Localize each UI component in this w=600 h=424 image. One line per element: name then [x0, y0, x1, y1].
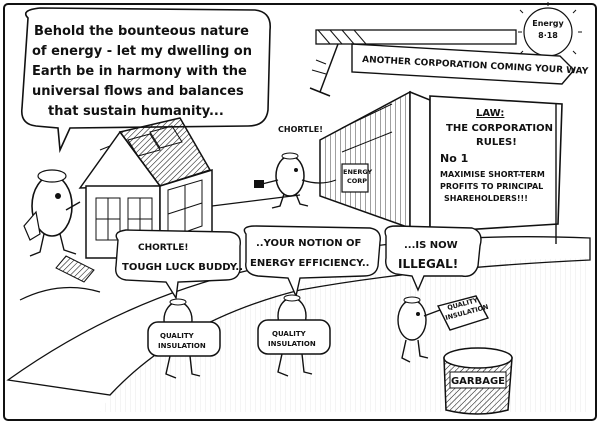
speech-dweller-line-3: Earth be in harmony with the: [32, 64, 247, 79]
carrier-middle: [257, 294, 331, 377]
corner-tag-line-1: Energy: [532, 19, 564, 28]
package-mid-line-2: INSULATION: [268, 340, 316, 348]
carrier-left: [147, 298, 221, 379]
package-mid-line-1: QUALITY: [272, 330, 307, 338]
package-left-line-1: QUALITY: [160, 332, 195, 340]
crane-banner: [351, 43, 575, 85]
law-sign-rule-line-1: MAXIMISE SHORT-TERM: [440, 170, 545, 179]
speech-bubble-right: [384, 225, 482, 292]
law-sign-line-2: RULES!: [476, 137, 517, 148]
law-sign-rule-line-2: PROFITS TO PRINCIPAL: [440, 182, 543, 191]
energy-corp-building: [319, 90, 431, 233]
speech-dweller-line-4: universal flows and balances: [32, 84, 244, 99]
law-sign-number: No 1: [440, 152, 468, 165]
building-sign-line-2: CORP: [347, 177, 367, 185]
speech-dweller-line-5: that sustain humanity...: [48, 104, 224, 119]
corner-tag-line-2: 8·18: [538, 31, 558, 40]
bubble-left-line-2: TOUGH LUCK BUDDY..: [122, 262, 243, 273]
sun: [518, 2, 582, 57]
law-sign-rule-line-3: SHAREHOLDERS!!!: [444, 194, 528, 203]
law-sign-title: LAW:: [476, 108, 504, 119]
bubble-right-line-2: ILLEGAL!: [398, 257, 458, 271]
speech-dweller-line-1: Behold the bounteous nature: [34, 24, 249, 39]
bubble-right-line-1: ...IS NOW: [404, 240, 458, 251]
building-sign-line-1: ENERGY: [343, 168, 373, 176]
dweller-character: [23, 169, 81, 257]
carrier-right: [397, 296, 441, 363]
hill-line: [19, 286, 101, 301]
law-sign: [429, 95, 563, 233]
speech-bubble-left: [115, 229, 241, 301]
speech-bubble-dweller: [20, 7, 272, 154]
bubble-left-line-1: CHORTLE!: [138, 243, 188, 253]
bin-label: GARBAGE: [451, 376, 505, 387]
package-right: [436, 295, 490, 331]
speech-dweller-line-2: of energy - let my dwelling on: [32, 44, 252, 59]
frame-border: [3, 3, 597, 421]
law-sign-line-1: THE CORPORATION: [446, 123, 553, 134]
bubble-mid-line-1: ..YOUR NOTION OF: [256, 238, 361, 249]
garbage-bin: [443, 347, 513, 415]
package-left-line-2: INSULATION: [158, 342, 206, 350]
house: [55, 117, 213, 283]
bubble-mid-line-2: ENERGY EFFICIENCY..: [250, 258, 369, 269]
corp-character: [254, 152, 337, 209]
chortle-top: CHORTLE!: [278, 125, 323, 134]
crane: [309, 29, 517, 97]
speech-bubble-mid: [243, 225, 381, 299]
